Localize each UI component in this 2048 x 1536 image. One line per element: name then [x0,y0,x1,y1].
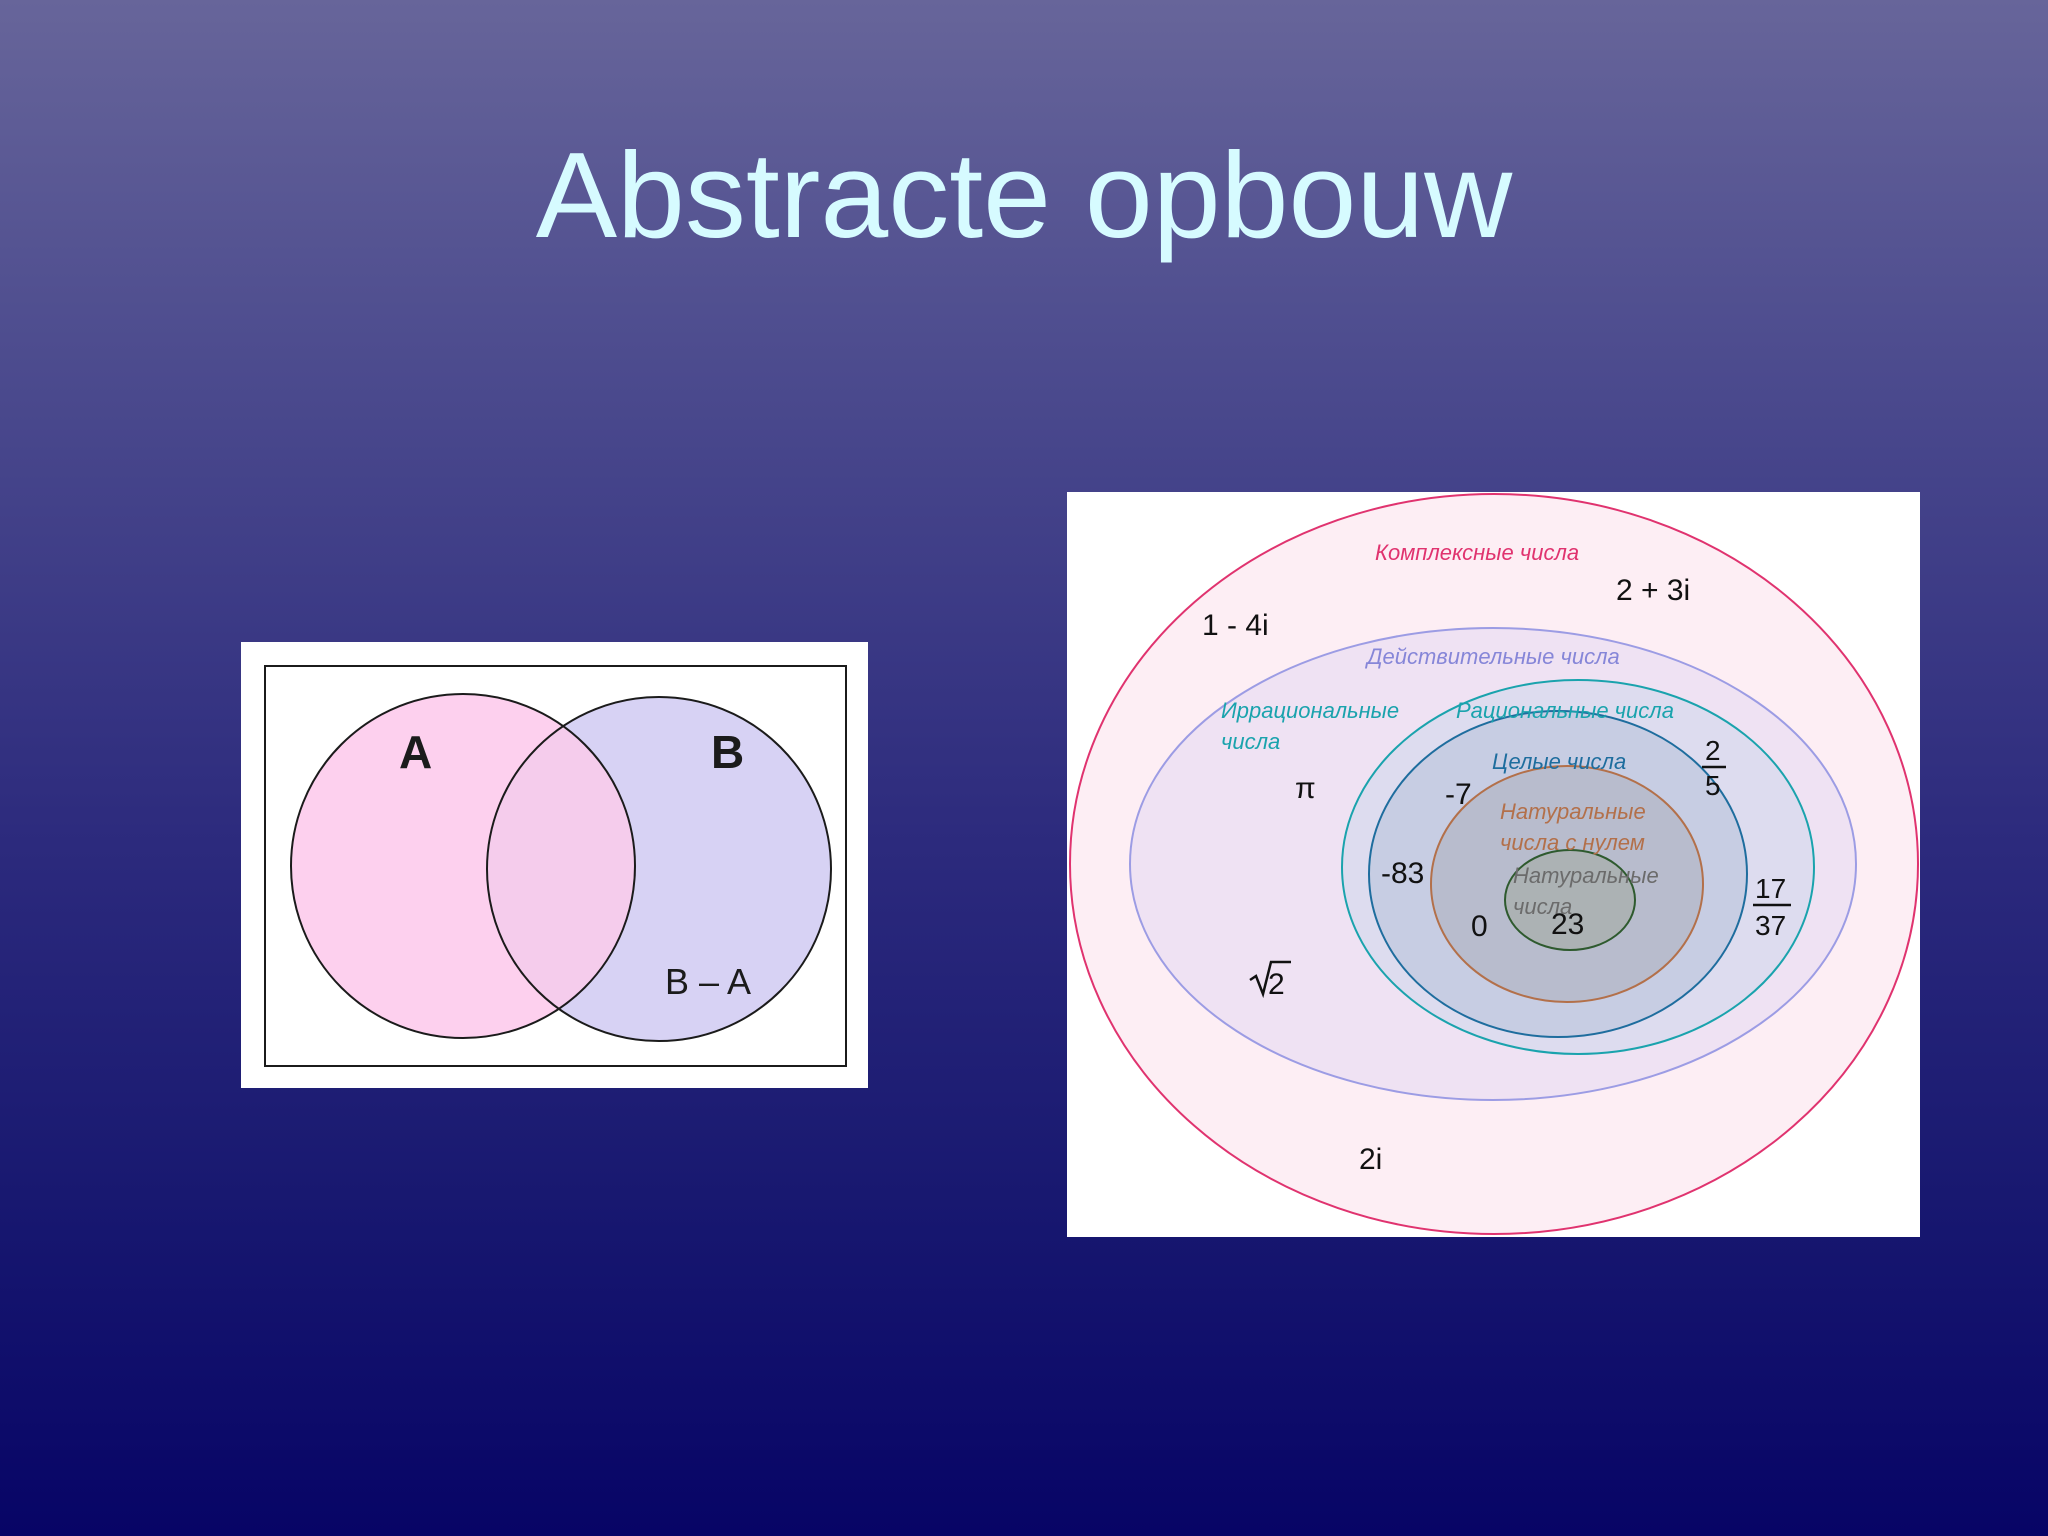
irrational-numbers-label-line2: числа [1221,729,1280,754]
difference-label: B – A [665,961,751,1002]
square-root-sign [1249,960,1291,999]
fraction-denominator: 5 [1705,770,1721,801]
example-neg-7: -7 [1445,778,1472,811]
sqrt-radicand: 2 [1268,968,1285,1001]
natural-with-zero-label-line1: Натуральные [1500,799,1646,824]
number-sets-panel: Комплексные числа Действительные числа И… [1067,492,1920,1237]
example-pi: π [1295,772,1316,805]
set-a-label: A [399,726,432,778]
venn-diagram: A B B – A [264,665,847,1067]
integer-numbers-label: Целые числа [1492,749,1626,774]
fraction-denominator: 37 [1755,910,1786,941]
set-b-label: B [711,726,744,778]
example-2-plus-3i: 2 + 3i [1616,574,1690,607]
slide-title: Abstracte opbouw [535,127,1513,263]
example-1-minus-4i: 1 - 4i [1202,609,1269,642]
venn-diagram-panel: A B B – A [241,642,868,1088]
natural-with-zero-label-line2: числа с нулем [1500,830,1645,855]
irrational-numbers-label-line1: Иррациональные [1221,698,1399,723]
example-23: 23 [1551,908,1584,941]
example-neg-83: -83 [1381,857,1424,890]
natural-numbers-region [1504,849,1636,951]
natural-numbers-label-line1: Натуральные [1513,863,1659,888]
number-sets-diagram: Комплексные числа Действительные числа И… [1069,493,1919,1235]
rational-numbers-label: Рациональные числа [1456,698,1674,723]
fraction-numerator: 2 [1705,735,1721,766]
set-a-outline [290,693,636,1039]
intersection-region [487,697,635,1038]
universe-rectangle [264,665,847,1067]
example-2i: 2i [1359,1143,1382,1176]
fraction-numerator: 17 [1755,873,1786,904]
example-sqrt-2: 2 [1249,960,1291,1001]
natural-numbers-label-line2: числа [1513,894,1572,919]
complex-numbers-label: Комплексные числа [1375,540,1579,565]
example-fraction-17-37: 17 37 [1753,873,1791,941]
example-zero: 0 [1471,910,1488,943]
example-fraction-2-5: 2 5 [1702,735,1726,801]
set-b-outline [486,696,832,1042]
real-numbers-label: Действительные числа [1364,644,1620,669]
